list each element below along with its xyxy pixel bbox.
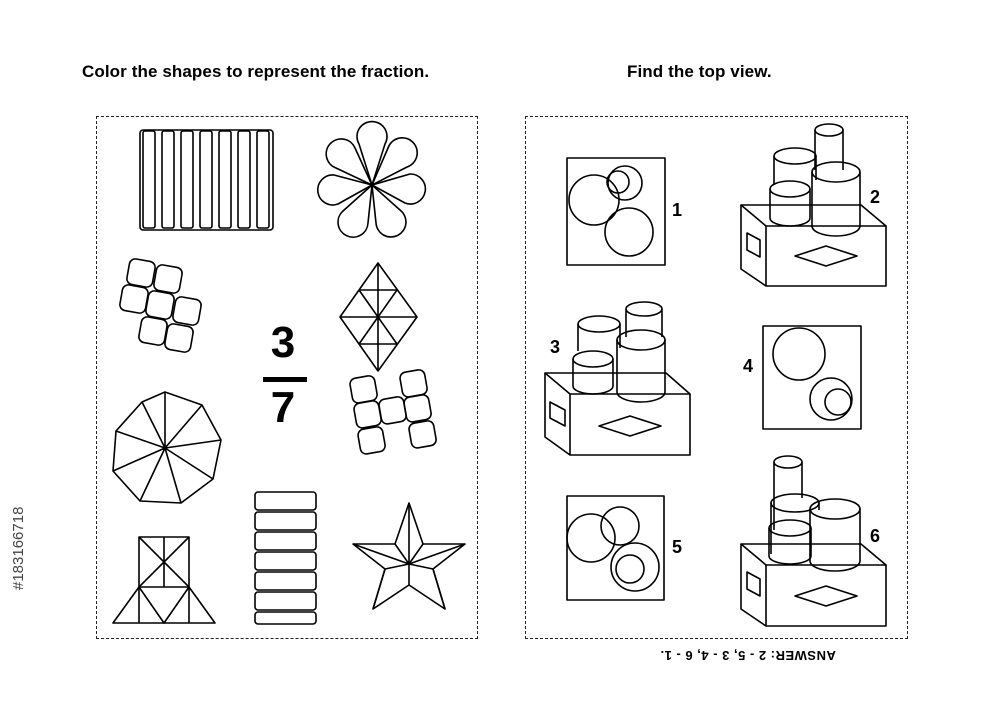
fraction-panel (96, 116, 478, 639)
circles-square-icon (566, 157, 666, 266)
circles-square-icon (566, 495, 665, 601)
vertical-bars-icon (139, 129, 274, 231)
option-number-3: 3 (550, 337, 561, 357)
x-square-icon (112, 536, 216, 624)
fraction-numerator: 3 (270, 318, 296, 367)
fraction-bar (263, 377, 307, 382)
cylinders-on-box-icon (740, 455, 887, 627)
triangle-grid-icon (339, 262, 418, 372)
squares-h-icon (349, 369, 437, 455)
squares-zigzag-icon (119, 258, 202, 353)
circles-square-icon (762, 325, 862, 430)
option-number-5: 5 (672, 537, 683, 557)
fraction-denominator: 7 (270, 383, 296, 432)
flower-icon (316, 120, 427, 238)
option-number-1: 1 (672, 200, 683, 220)
top-view-panel (525, 116, 908, 639)
left-title: Color the shapes to represent the fracti… (82, 62, 430, 81)
option-number-4: 4 (743, 356, 754, 376)
answer-key: ANSWER: 2 - 5, 3 - 4, 6 - 1. (660, 648, 836, 663)
option-number-2: 2 (870, 187, 881, 207)
star-icon (352, 502, 466, 610)
watermark-id: #183166718 (10, 506, 27, 590)
cylinders-on-box-icon (544, 301, 691, 456)
option-number-6: 6 (870, 526, 881, 546)
heptagon-icon (112, 391, 222, 504)
horizontal-bars-icon (254, 491, 317, 625)
right-title: Find the top view. (627, 62, 772, 81)
cylinders-on-box-icon (740, 123, 887, 287)
